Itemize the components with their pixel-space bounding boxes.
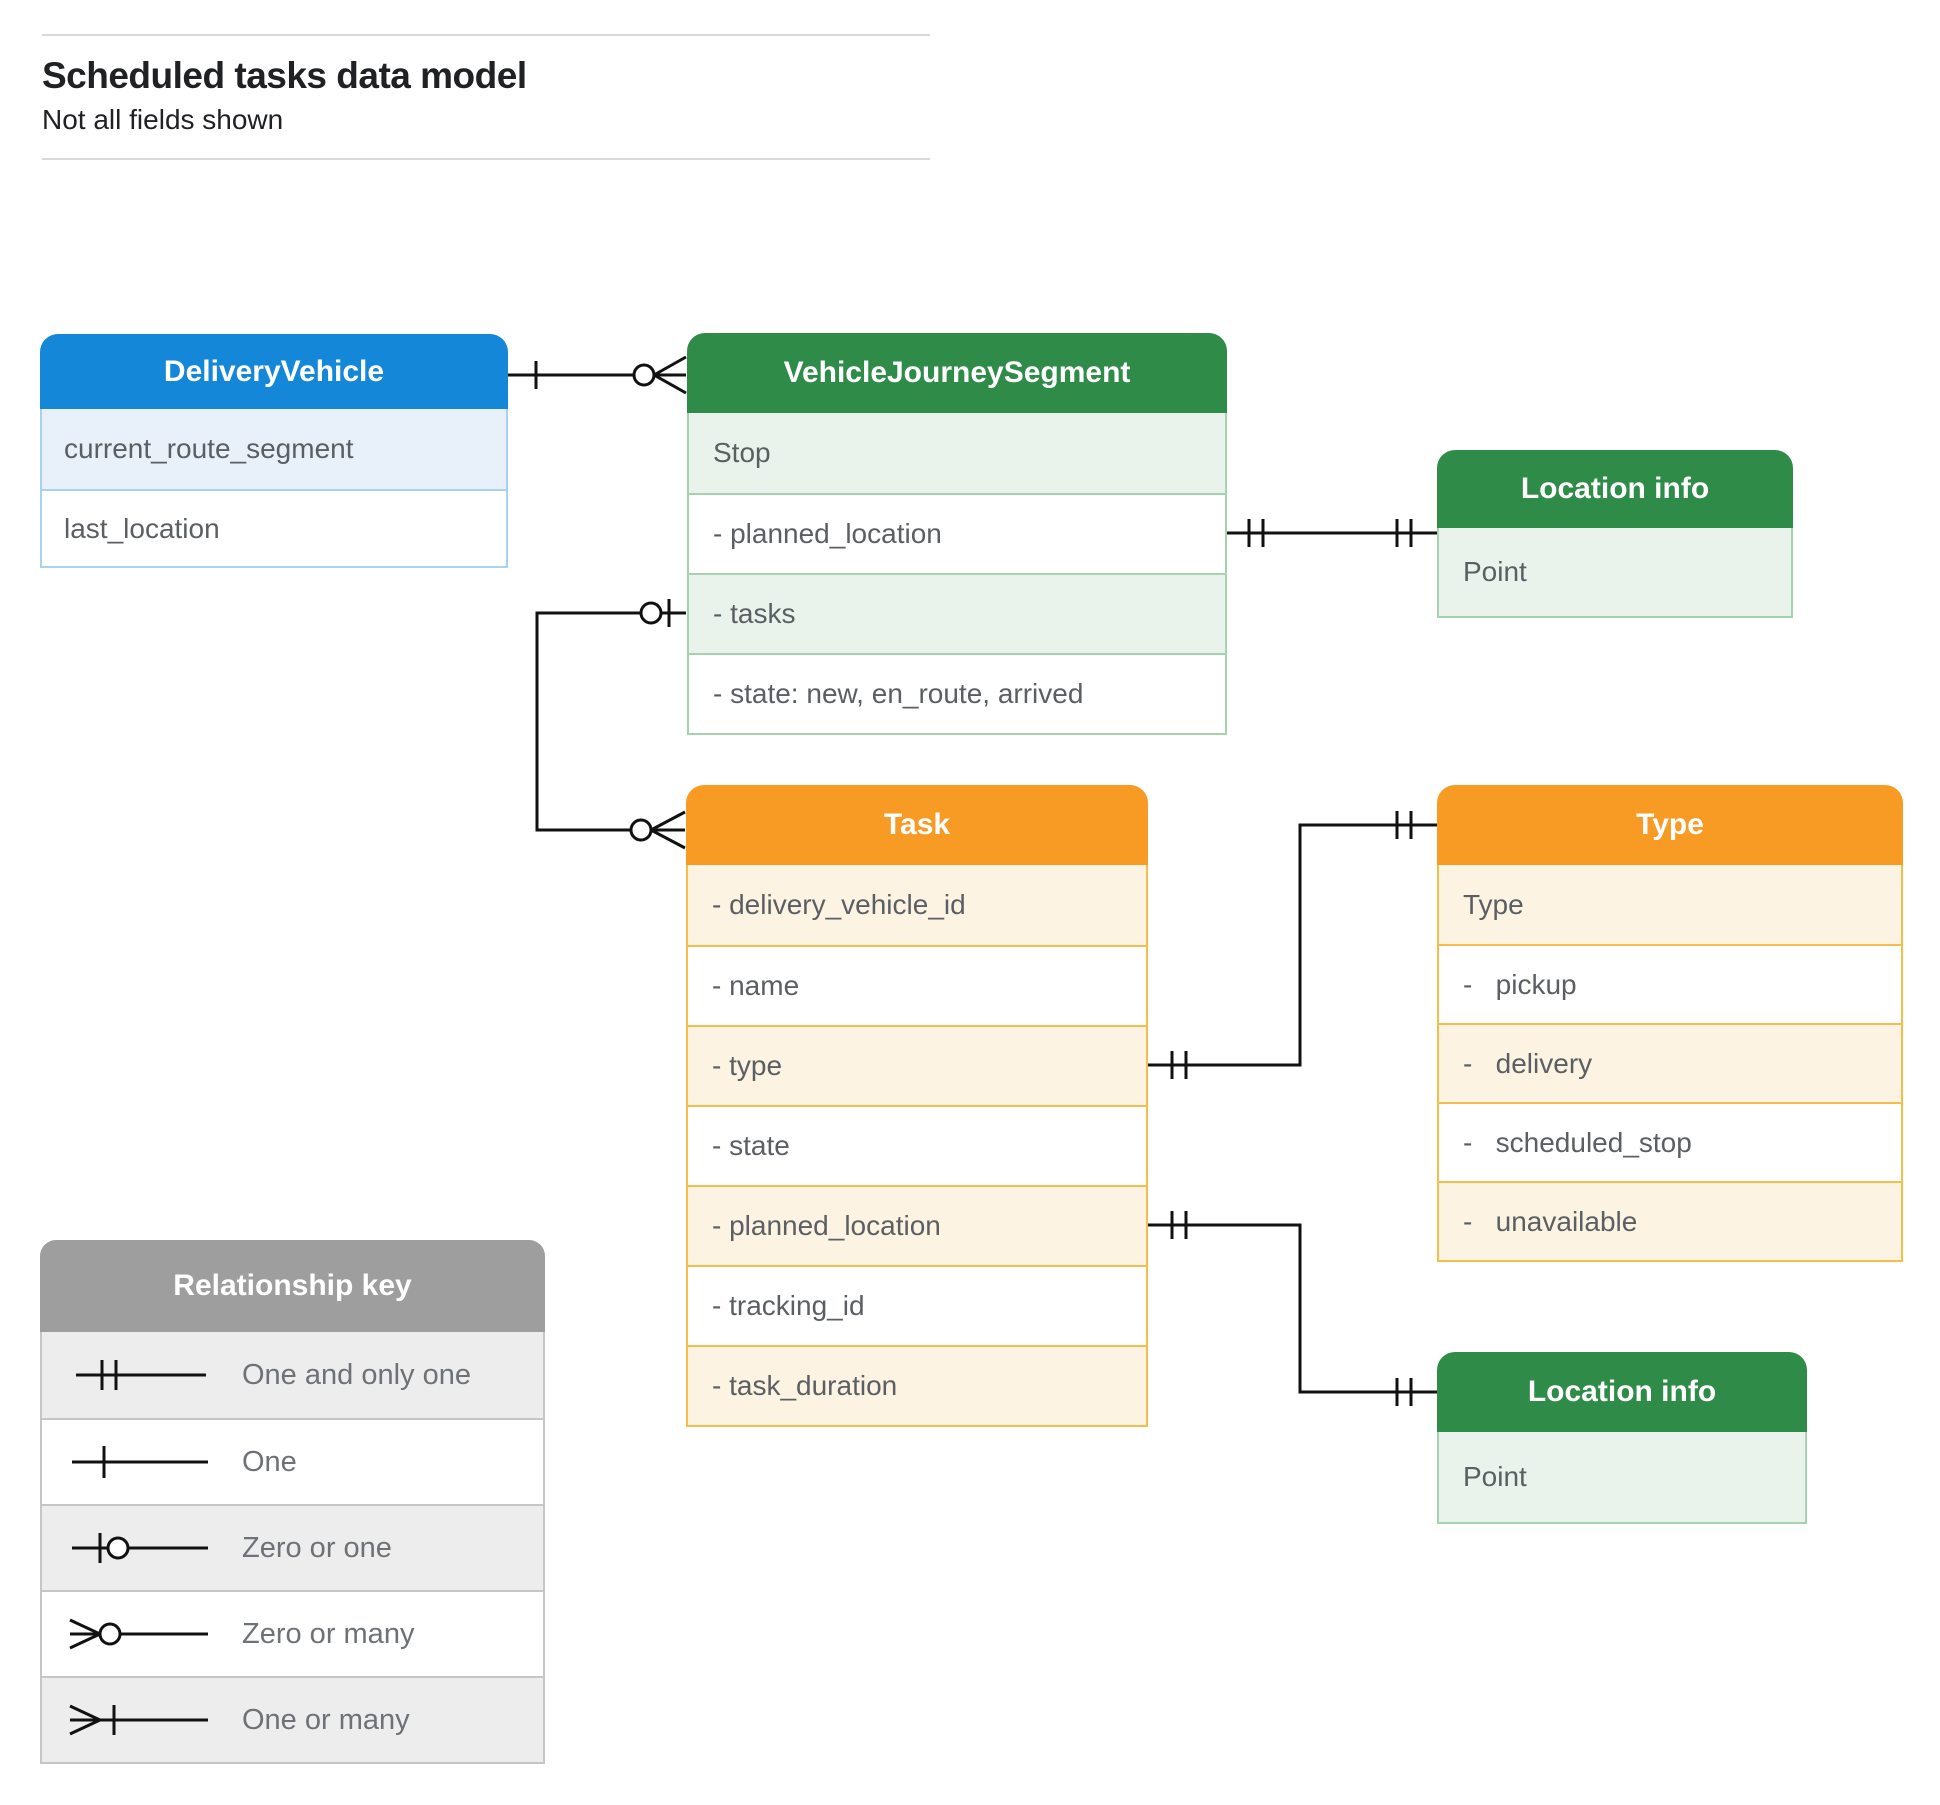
connector-task-type [1148, 811, 1437, 1079]
legend-label: One [242, 1445, 297, 1478]
entity-header: VehicleJourneySegment [687, 333, 1227, 413]
legend-label: One and only one [242, 1358, 471, 1391]
entity-header: Location info [1437, 1352, 1807, 1432]
field-state: - state: new, en_route, arrived [689, 653, 1225, 733]
entity-task: Task - delivery_vehicle_id - name - type… [686, 785, 1148, 1427]
entity-location-info-bottom: Location info Point [1437, 1352, 1807, 1524]
legend-item-one: One [42, 1418, 543, 1504]
entity-header: Task [686, 785, 1148, 865]
entity-type: Type Type - pickup - delivery - schedule… [1437, 785, 1903, 1262]
field-unavailable: - unavailable [1439, 1181, 1901, 1260]
page-title: Scheduled tasks data model [42, 55, 527, 96]
connector-task-locationinfo [1148, 1211, 1437, 1406]
legend-label: Zero or many [242, 1617, 415, 1650]
legend-header: Relationship key [40, 1240, 545, 1332]
field-type: Type [1439, 865, 1901, 944]
legend-item-zero-or-one: Zero or one [42, 1504, 543, 1590]
field-tracking-id: - tracking_id [688, 1265, 1146, 1345]
field-delivery-vehicle-id: - delivery_vehicle_id [688, 865, 1146, 945]
one-icon [72, 1446, 208, 1478]
field-type: - type [688, 1025, 1146, 1105]
zero-or-many-icon [69, 1618, 208, 1650]
legend-item-one-or-many: One or many [42, 1676, 543, 1762]
one-and-only-one-icon [76, 1360, 206, 1390]
divider-top [42, 34, 930, 36]
field-stop: Stop [689, 413, 1225, 493]
field-scheduled-stop: - scheduled_stop [1439, 1102, 1901, 1181]
zero-or-one-icon [72, 1533, 208, 1563]
divider-bottom [42, 158, 930, 160]
entity-vehicle-journey-segment: VehicleJourneySegment Stop - planned_loc… [687, 333, 1227, 735]
field-planned-location: - planned_location [689, 493, 1225, 573]
entity-location-info-top: Location info Point [1437, 450, 1793, 618]
field-planned-location: - planned_location [688, 1185, 1146, 1265]
connector-deliveryvehicle-vehiclejourneysegment [508, 355, 687, 395]
legend-label: One or many [242, 1703, 410, 1736]
relationship-key-legend: Relationship key One and only one One Ze… [40, 1240, 545, 1764]
field-name: - name [688, 945, 1146, 1025]
field-pickup: - pickup [1439, 944, 1901, 1023]
connector-vehiclejourneysegment-task [535, 599, 686, 850]
entity-delivery-vehicle: DeliveryVehicle current_route_segment la… [40, 334, 508, 568]
field-point: Point [1439, 528, 1791, 616]
field-tasks: - tasks [689, 573, 1225, 653]
entity-header: DeliveryVehicle [40, 334, 508, 409]
page-subtitle: Not all fields shown [42, 104, 284, 135]
legend-item-one-and-only-one: One and only one [42, 1332, 543, 1418]
one-or-many-icon [69, 1704, 208, 1736]
legend-label: Zero or one [242, 1531, 392, 1564]
connector-vehiclejourneysegment-locationinfo [1227, 519, 1437, 547]
field-state: - state [688, 1105, 1146, 1185]
entity-header: Location info [1437, 450, 1793, 528]
field-delivery: - delivery [1439, 1023, 1901, 1102]
entity-header: Type [1437, 785, 1903, 865]
field-last-location: last_location [42, 489, 506, 566]
field-point: Point [1439, 1432, 1805, 1522]
field-current-route-segment: current_route_segment [42, 409, 506, 489]
field-task-duration: - task_duration [688, 1345, 1146, 1425]
legend-item-zero-or-many: Zero or many [42, 1590, 543, 1676]
